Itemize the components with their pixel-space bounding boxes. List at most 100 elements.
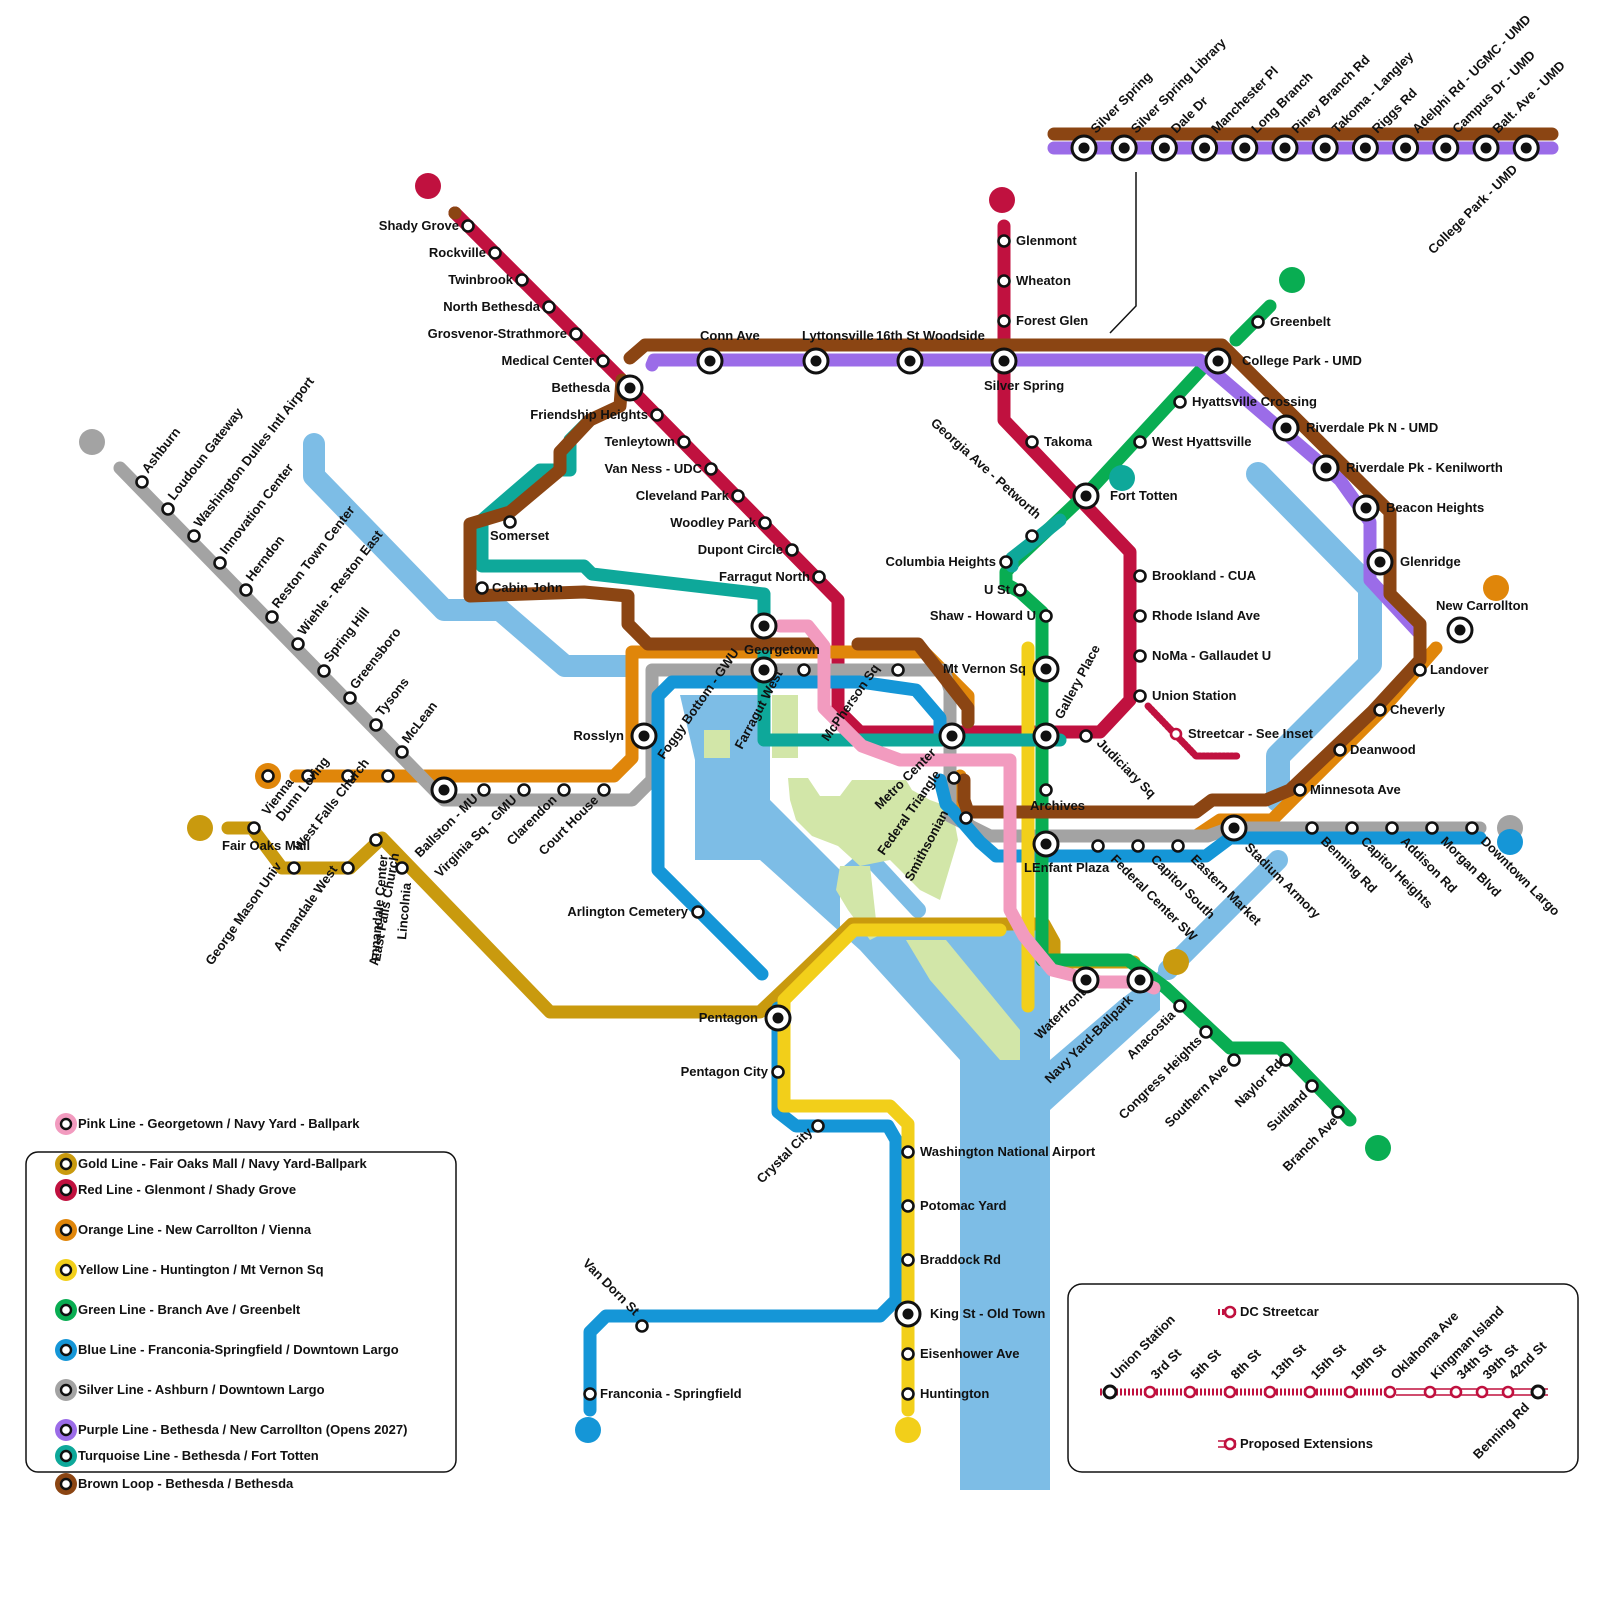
station-marker[interactable] [1279, 1053, 1293, 1067]
station-marker[interactable] [239, 583, 253, 597]
station-marker[interactable] [997, 274, 1011, 288]
station-marker[interactable] [596, 354, 610, 368]
station-marker[interactable] [901, 1199, 915, 1213]
station-marker[interactable] [187, 529, 201, 543]
station-marker[interactable] [1133, 435, 1147, 449]
station-marker[interactable] [811, 1119, 825, 1133]
station-marker[interactable] [515, 273, 529, 287]
station-marker[interactable] [901, 1347, 915, 1361]
streetcar-stop-marker[interactable] [1223, 1437, 1237, 1451]
station-marker[interactable] [997, 314, 1011, 328]
station-marker[interactable] [959, 811, 973, 825]
station-marker[interactable] [704, 462, 718, 476]
station-marker[interactable] [812, 570, 826, 584]
station-marker[interactable] [1039, 609, 1053, 623]
station-marker[interactable] [341, 769, 355, 783]
station-marker[interactable] [317, 664, 331, 678]
station-marker[interactable] [891, 663, 905, 677]
station-marker[interactable] [369, 718, 383, 732]
station-marker[interactable] [677, 435, 691, 449]
station-marker[interactable] [947, 771, 961, 785]
streetcar-stop-marker[interactable] [1303, 1385, 1317, 1399]
station-marker[interactable] [1227, 1053, 1241, 1067]
station-marker[interactable] [650, 408, 664, 422]
station-marker[interactable] [1333, 743, 1347, 757]
station-marker[interactable] [583, 1387, 597, 1401]
streetcar-stop-marker[interactable] [1475, 1385, 1489, 1399]
station-marker[interactable] [517, 783, 531, 797]
station-marker[interactable] [797, 663, 811, 677]
station-marker[interactable] [461, 219, 475, 233]
station-marker[interactable] [1173, 999, 1187, 1013]
station-marker[interactable] [488, 246, 502, 260]
station-marker[interactable] [395, 861, 409, 875]
station-marker[interactable] [1345, 821, 1359, 835]
station-marker[interactable] [213, 556, 227, 570]
station-marker[interactable] [1293, 783, 1307, 797]
station-marker[interactable] [1413, 663, 1427, 677]
station-marker[interactable] [1013, 583, 1027, 597]
station-marker[interactable] [1305, 1079, 1319, 1093]
station-marker[interactable] [1133, 649, 1147, 663]
station-marker[interactable] [301, 769, 315, 783]
streetcar-stop-marker[interactable] [1343, 1385, 1357, 1399]
station-marker[interactable] [597, 783, 611, 797]
station-marker[interactable] [1173, 395, 1187, 409]
streetcar-stop-marker[interactable] [1223, 1385, 1237, 1399]
station-marker[interactable] [1131, 839, 1145, 853]
station-marker[interactable] [731, 489, 745, 503]
station-marker[interactable] [691, 905, 705, 919]
streetcar-stop-marker[interactable] [1169, 727, 1183, 741]
station-marker[interactable] [542, 300, 556, 314]
station-marker[interactable] [343, 691, 357, 705]
station-marker[interactable] [758, 516, 772, 530]
station-marker[interactable] [1305, 821, 1319, 835]
station-marker[interactable] [997, 234, 1011, 248]
station-marker[interactable] [1465, 821, 1479, 835]
station-marker[interactable] [369, 833, 383, 847]
station-marker[interactable] [901, 1145, 915, 1159]
station-marker[interactable] [161, 502, 175, 516]
station-marker[interactable] [999, 555, 1013, 569]
station-marker[interactable] [341, 861, 355, 875]
station-marker[interactable] [785, 543, 799, 557]
station-marker[interactable] [1199, 1025, 1213, 1039]
station-marker[interactable] [287, 861, 301, 875]
station-marker[interactable] [1091, 839, 1105, 853]
station-marker[interactable] [1025, 529, 1039, 543]
station-marker[interactable] [1079, 729, 1093, 743]
station-marker[interactable] [477, 783, 491, 797]
station-marker[interactable] [265, 610, 279, 624]
station-marker[interactable] [1133, 609, 1147, 623]
streetcar-stop-marker[interactable] [1183, 1385, 1197, 1399]
station-marker[interactable] [771, 1065, 785, 1079]
streetcar-stop-marker[interactable] [1383, 1385, 1397, 1399]
station-marker[interactable] [1331, 1105, 1345, 1119]
station-marker[interactable] [635, 1319, 649, 1333]
station-marker[interactable] [381, 769, 395, 783]
streetcar-stop-marker[interactable] [1143, 1385, 1157, 1399]
station-marker[interactable] [1385, 821, 1399, 835]
station-marker[interactable] [1425, 821, 1439, 835]
station-marker[interactable] [135, 475, 149, 489]
streetcar-terminal-marker[interactable] [1102, 1384, 1118, 1400]
station-marker[interactable] [901, 1253, 915, 1267]
station-marker[interactable] [1373, 703, 1387, 717]
streetcar-stop-marker[interactable] [1223, 1305, 1237, 1319]
station-marker[interactable] [1039, 783, 1053, 797]
streetcar-terminal-marker[interactable] [1530, 1384, 1546, 1400]
station-marker[interactable] [291, 637, 305, 651]
streetcar-stop-marker[interactable] [1263, 1385, 1277, 1399]
station-marker[interactable] [503, 515, 517, 529]
station-marker[interactable] [901, 1387, 915, 1401]
station-marker[interactable] [475, 581, 489, 595]
streetcar-stop-marker[interactable] [1423, 1385, 1437, 1399]
station-marker[interactable] [1133, 569, 1147, 583]
streetcar-stop-marker[interactable] [1501, 1385, 1515, 1399]
station-marker[interactable] [1025, 435, 1039, 449]
station-marker[interactable] [247, 821, 261, 835]
station-marker[interactable] [557, 783, 571, 797]
station-marker[interactable] [1251, 315, 1265, 329]
station-marker[interactable] [1133, 689, 1147, 703]
station-marker[interactable] [1171, 839, 1185, 853]
